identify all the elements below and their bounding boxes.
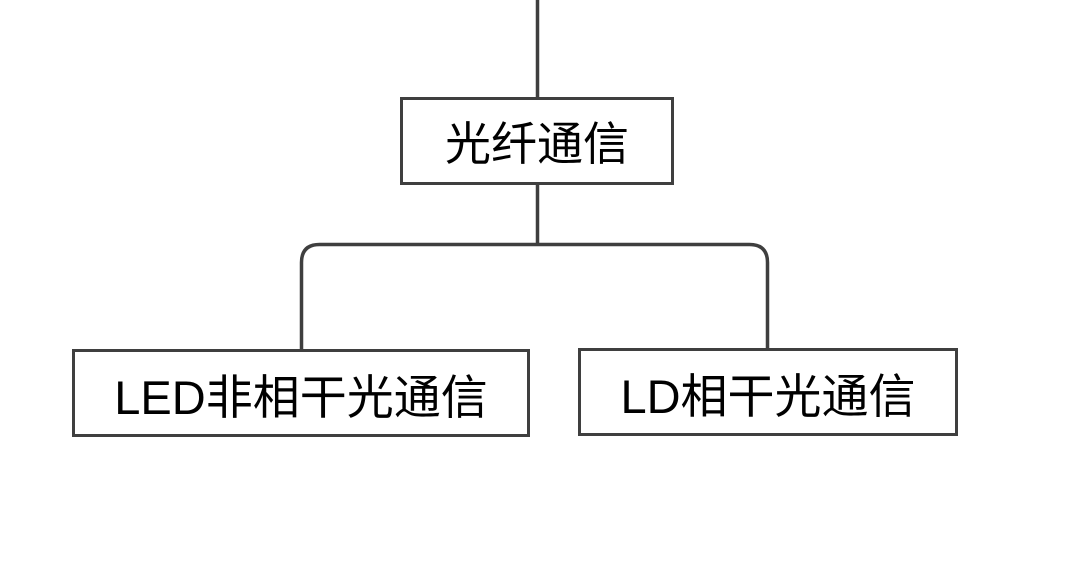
node-led-noncoherent-optical-communication-label: LED非相干光通信 <box>114 370 488 424</box>
node-fiber-optic-communication: 光纤通信 <box>400 97 674 185</box>
node-ld-coherent-optical-communication-label: LD相干光通信 <box>620 369 916 423</box>
node-led-noncoherent-optical-communication: LED非相干光通信 <box>72 349 530 437</box>
branch-connector <box>299 242 770 350</box>
node-fiber-optic-communication-label: 光纤通信 <box>445 118 629 170</box>
node-ld-coherent-optical-communication: LD相干光通信 <box>578 348 958 436</box>
